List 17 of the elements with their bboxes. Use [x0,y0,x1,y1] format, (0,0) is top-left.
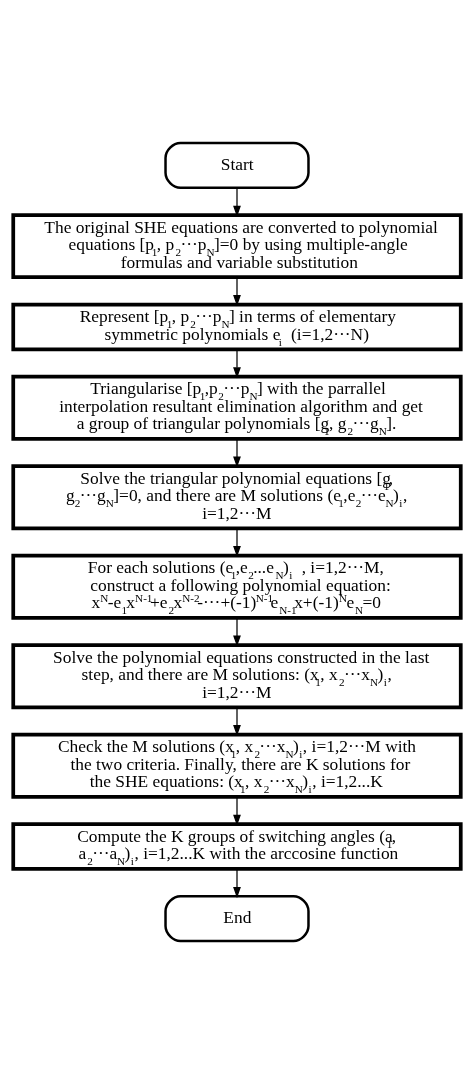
node-box: Represent [p$_{1}$, p$_{2}$···p$_{N}$] in terms of elementary symmetric polynomials e$_{i}$ (i=1,2···N) [11,302,463,351]
node-box: For each solutions (e$_{1}$,e$_{2}$...e$_{N}$)$_{i}$ , i=1,2···M, construct a following polynomial equation: x$^{N}$-e$_{1}$x$^{N-1}$+e$_{2}$x$^{N-2}$-···+(-1)$^{N-1}$e$_{N-1}$x+(-1)$^{N}$e$_{N}$=0 [11,553,463,620]
node-box: Compute the K groups of switching angles (a$_{1}$, a$_{2}$···a$_{N}$)$_{i}$, i=1,2...K with the arccosine function [11,821,463,871]
node-box: The original SHE equations are converted to polynomial equations [p$_{1}$, p$_{2}$···p$_{N}$]=0 by using multiple-angle formulas and variable substitution [11,212,463,279]
arrow [233,437,241,468]
node-box: Start [164,141,310,189]
node-box: Check the M solutions (x$_{1}$, x$_{2}$···x$_{N}$)$_{i}$, i=1,2···M with the two criteria. Finally, there are K solutions for the SHE equations: (x$_{1}$, x$_{2}$···x$_{N}$)$_{i}$, i=1,2...K [11,732,463,799]
node-box: End [164,894,310,942]
arrow [233,867,241,898]
arrow [233,527,241,557]
arrow [233,616,241,647]
arrow [233,276,241,306]
arrow [233,348,241,378]
node-box: Solve the polynomial equations constructed in the last step, and there are M solutions: (x$_{1}$, x$_{2}$···x$_{N}$)$_{i}$, i=1,2···M [11,642,463,709]
arrow [233,795,241,826]
arrow [233,186,241,217]
arrow [233,706,241,736]
